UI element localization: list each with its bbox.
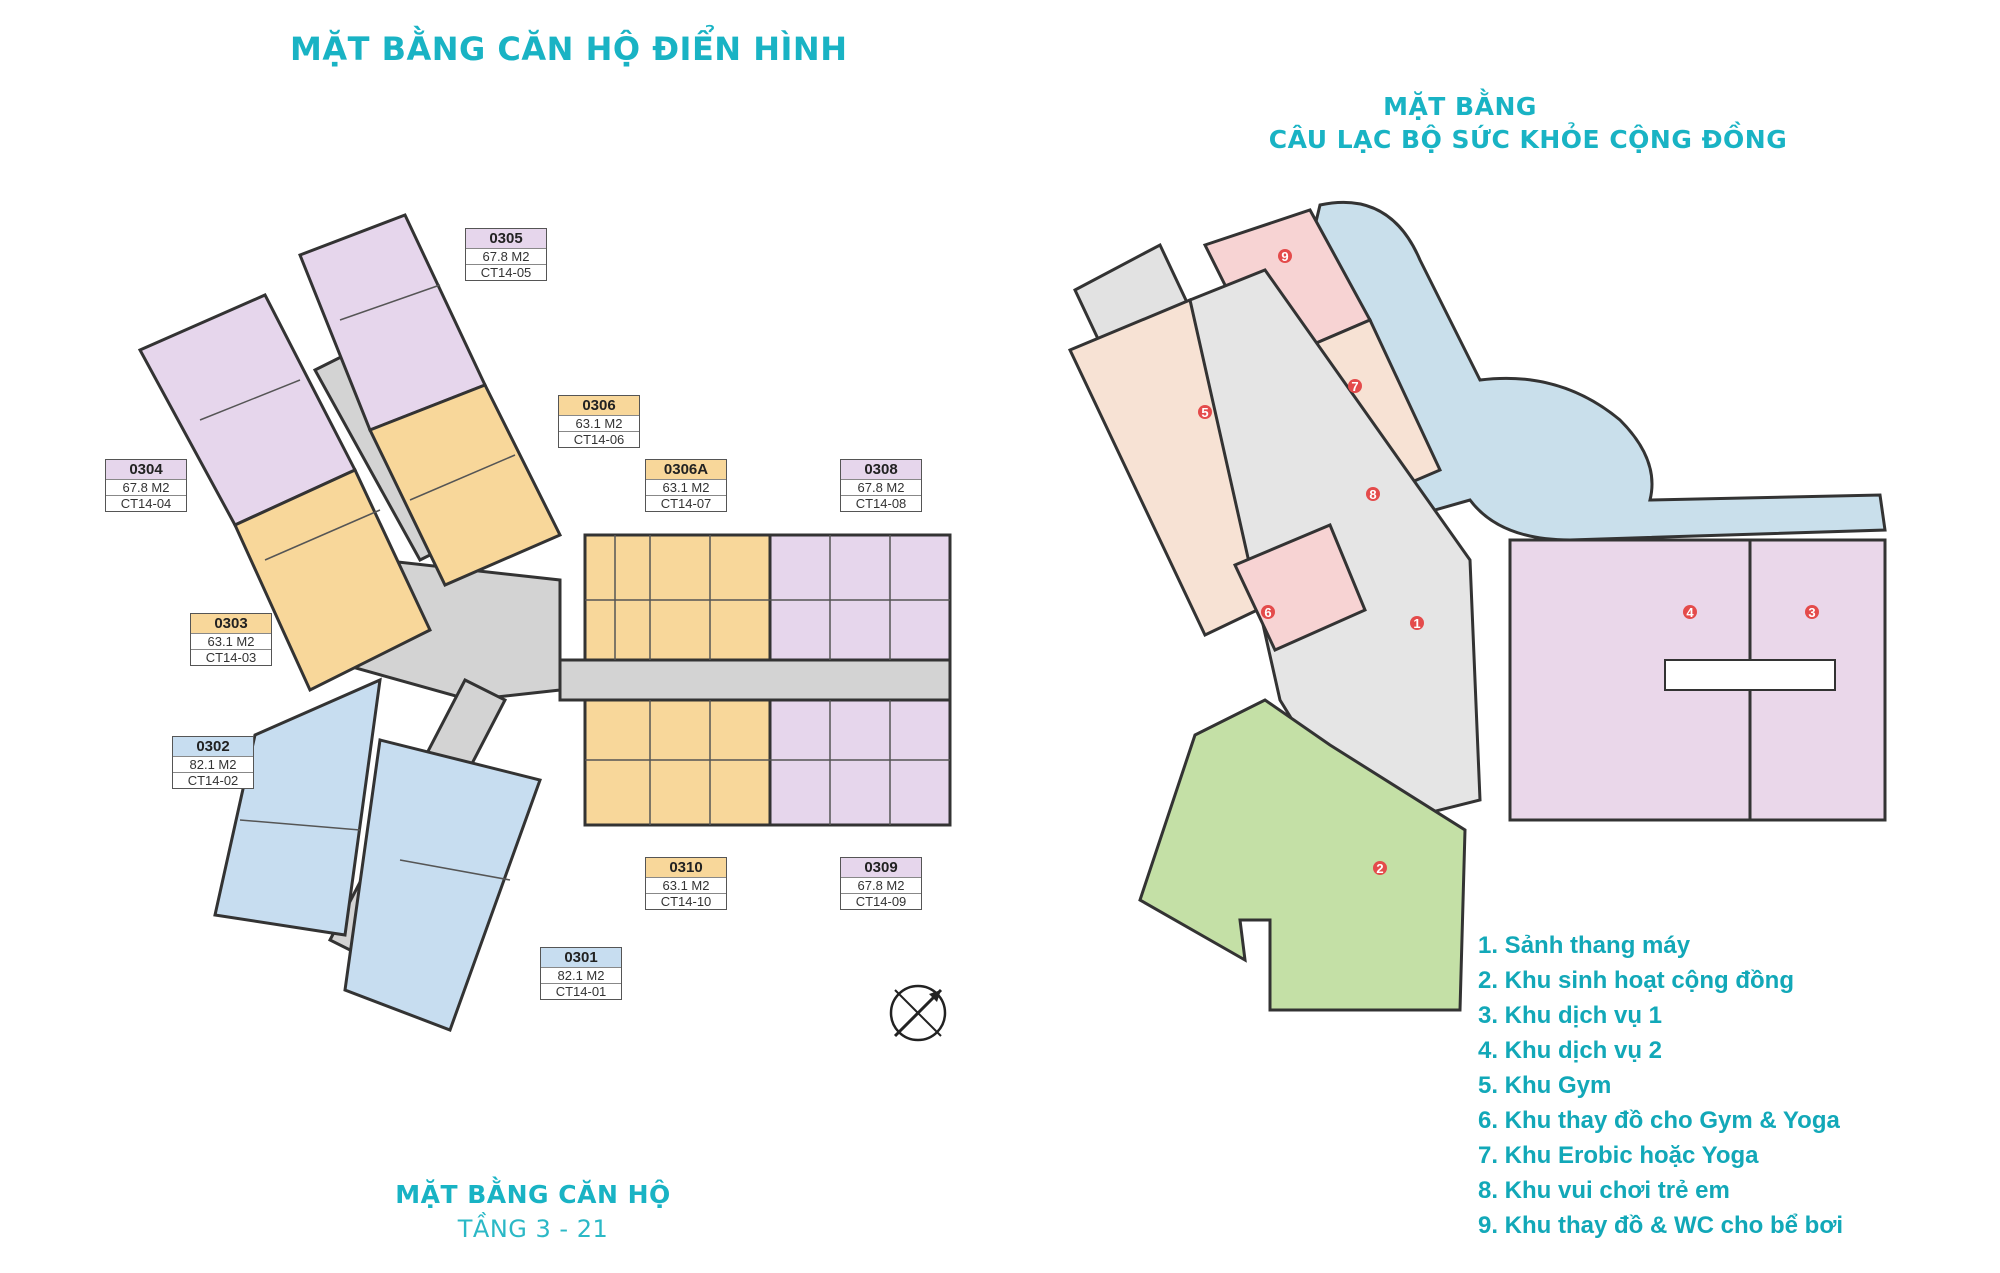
svg-text:8: 8 — [1369, 487, 1376, 502]
legend-item: 3. Khu dịch vụ 1 — [1478, 1002, 1663, 1029]
unit-ct: CT14-09 — [841, 893, 921, 909]
wing-northwest — [137, 293, 432, 693]
unit-area: 63.1 M2 — [646, 877, 726, 893]
svg-text:5: 5 — [1201, 405, 1208, 420]
zone-marker-9: 9 — [1278, 249, 1292, 264]
zone-marker-8: 8 — [1366, 487, 1380, 502]
unit-code: 0301 — [541, 948, 621, 967]
unit-0303-area — [233, 468, 432, 693]
unit-0302-area — [213, 677, 382, 937]
zone-marker-5: 5 — [1198, 405, 1212, 420]
unit-code: 0306 — [559, 396, 639, 415]
apartment-plan-title: MẶT BẰNG CĂN HỘ — [395, 1180, 671, 1209]
zone-marker-4: 4 — [1683, 605, 1697, 620]
unit-ct: CT14-02 — [173, 772, 253, 788]
club-floor-plan — [1067, 200, 1887, 1012]
unit-0306-area — [367, 383, 563, 587]
service-stair — [1664, 659, 1836, 691]
legend-item: 7. Khu Erobic hoặc Yoga — [1478, 1142, 1759, 1169]
svg-text:3: 3 — [1808, 605, 1815, 620]
unit-label-0302: 0302 82.1 M2 CT14-02 — [172, 736, 254, 789]
unit-label-0310: 0310 63.1 M2 CT14-10 — [645, 857, 727, 910]
page-title: MẶT BẰNG CĂN HỘ ĐIỂN HÌNH — [290, 30, 848, 68]
unit-code: 0306A — [646, 460, 726, 479]
unit-code: 0303 — [191, 614, 271, 633]
unit-label-0301: 0301 82.1 M2 CT14-01 — [540, 947, 622, 1000]
unit-ct: CT14-03 — [191, 649, 271, 665]
unit-label-0303: 0303 63.1 M2 CT14-03 — [190, 613, 272, 666]
wing-east-south — [583, 698, 952, 827]
unit-code: 0310 — [646, 858, 726, 877]
zone-markers: 1 2 3 4 5 6 7 8 9 — [1198, 249, 1819, 876]
legend-item: 6. Khu thay đồ cho Gym & Yoga — [1478, 1107, 1840, 1134]
wing-northeast — [298, 213, 563, 587]
wing-south — [213, 677, 542, 1032]
legend-item: 2. Khu sinh hoạt cộng đồng — [1478, 967, 1794, 994]
zone-marker-7: 7 — [1348, 379, 1362, 394]
legend-item: 4. Khu dịch vụ 2 — [1478, 1037, 1663, 1064]
svg-text:4: 4 — [1686, 605, 1694, 620]
unit-area: 63.1 M2 — [191, 633, 271, 649]
unit-0301-area — [343, 738, 542, 1032]
unit-ct: CT14-01 — [541, 983, 621, 999]
legend-item: 9. Khu thay đồ & WC cho bể bơi — [1478, 1212, 1844, 1239]
unit-0310-area — [583, 698, 772, 827]
unit-code: 0309 — [841, 858, 921, 877]
svg-text:6: 6 — [1264, 605, 1271, 620]
unit-0306A-area — [583, 533, 772, 662]
unit-area: 82.1 M2 — [541, 967, 621, 983]
svg-text:9: 9 — [1281, 249, 1288, 264]
unit-ct: CT14-07 — [646, 495, 726, 511]
unit-area: 67.8 M2 — [466, 248, 546, 264]
unit-area: 67.8 M2 — [841, 479, 921, 495]
unit-ct: CT14-10 — [646, 893, 726, 909]
unit-label-0305: 0305 67.8 M2 CT14-05 — [465, 228, 547, 281]
unit-0308-area — [768, 533, 952, 662]
zone-marker-1: 1 — [1410, 616, 1424, 631]
club-legend: 1. Sảnh thang máy 2. Khu sinh hoạt cộng … — [1478, 928, 1843, 1243]
svg-text:7: 7 — [1351, 379, 1358, 394]
apartment-floor-plan — [137, 213, 952, 1032]
zone-marker-6: 6 — [1261, 605, 1275, 620]
interior-walls — [199, 284, 950, 881]
zone-marker-2: 2 — [1373, 861, 1387, 876]
svg-text:1: 1 — [1413, 616, 1420, 631]
unit-ct: CT14-05 — [466, 264, 546, 280]
wing-east-north — [583, 533, 952, 662]
unit-area: 67.8 M2 — [841, 877, 921, 893]
unit-area: 63.1 M2 — [646, 479, 726, 495]
unit-ct: CT14-06 — [559, 431, 639, 447]
legend-item: 5. Khu Gym — [1478, 1072, 1612, 1099]
unit-0309-area — [768, 698, 952, 827]
unit-ct: CT14-04 — [106, 495, 186, 511]
north-arrow-icon — [889, 984, 947, 1042]
club-title-line1: MẶT BẰNG — [1383, 92, 1537, 121]
unit-area: 67.8 M2 — [106, 479, 186, 495]
unit-area: 63.1 M2 — [559, 415, 639, 431]
unit-label-0308: 0308 67.8 M2 CT14-08 — [840, 459, 922, 512]
unit-label-0306: 0306 63.1 M2 CT14-06 — [558, 395, 640, 448]
unit-ct: CT14-08 — [841, 495, 921, 511]
legend-item: 8. Khu vui chơi trẻ em — [1478, 1177, 1730, 1204]
zone-community — [1138, 698, 1467, 1012]
zone-marker-3: 3 — [1805, 605, 1819, 620]
unit-area: 82.1 M2 — [173, 756, 253, 772]
corridor-east — [558, 658, 952, 702]
unit-code: 0302 — [173, 737, 253, 756]
unit-label-0304: 0304 67.8 M2 CT14-04 — [105, 459, 187, 512]
svg-text:2: 2 — [1376, 861, 1383, 876]
unit-code: 0304 — [106, 460, 186, 479]
unit-label-0306A: 0306A 63.1 M2 CT14-07 — [645, 459, 727, 512]
floor-range-subtitle: TẦNG 3 - 21 — [457, 1215, 609, 1243]
legend-item: 1. Sảnh thang máy — [1478, 932, 1691, 959]
unit-code: 0308 — [841, 460, 921, 479]
club-title-line2: CÂU LẠC BỘ SỨC KHỎE CỘNG ĐỒNG — [1268, 125, 1788, 154]
unit-code: 0305 — [466, 229, 546, 248]
unit-label-0309: 0309 67.8 M2 CT14-09 — [840, 857, 922, 910]
